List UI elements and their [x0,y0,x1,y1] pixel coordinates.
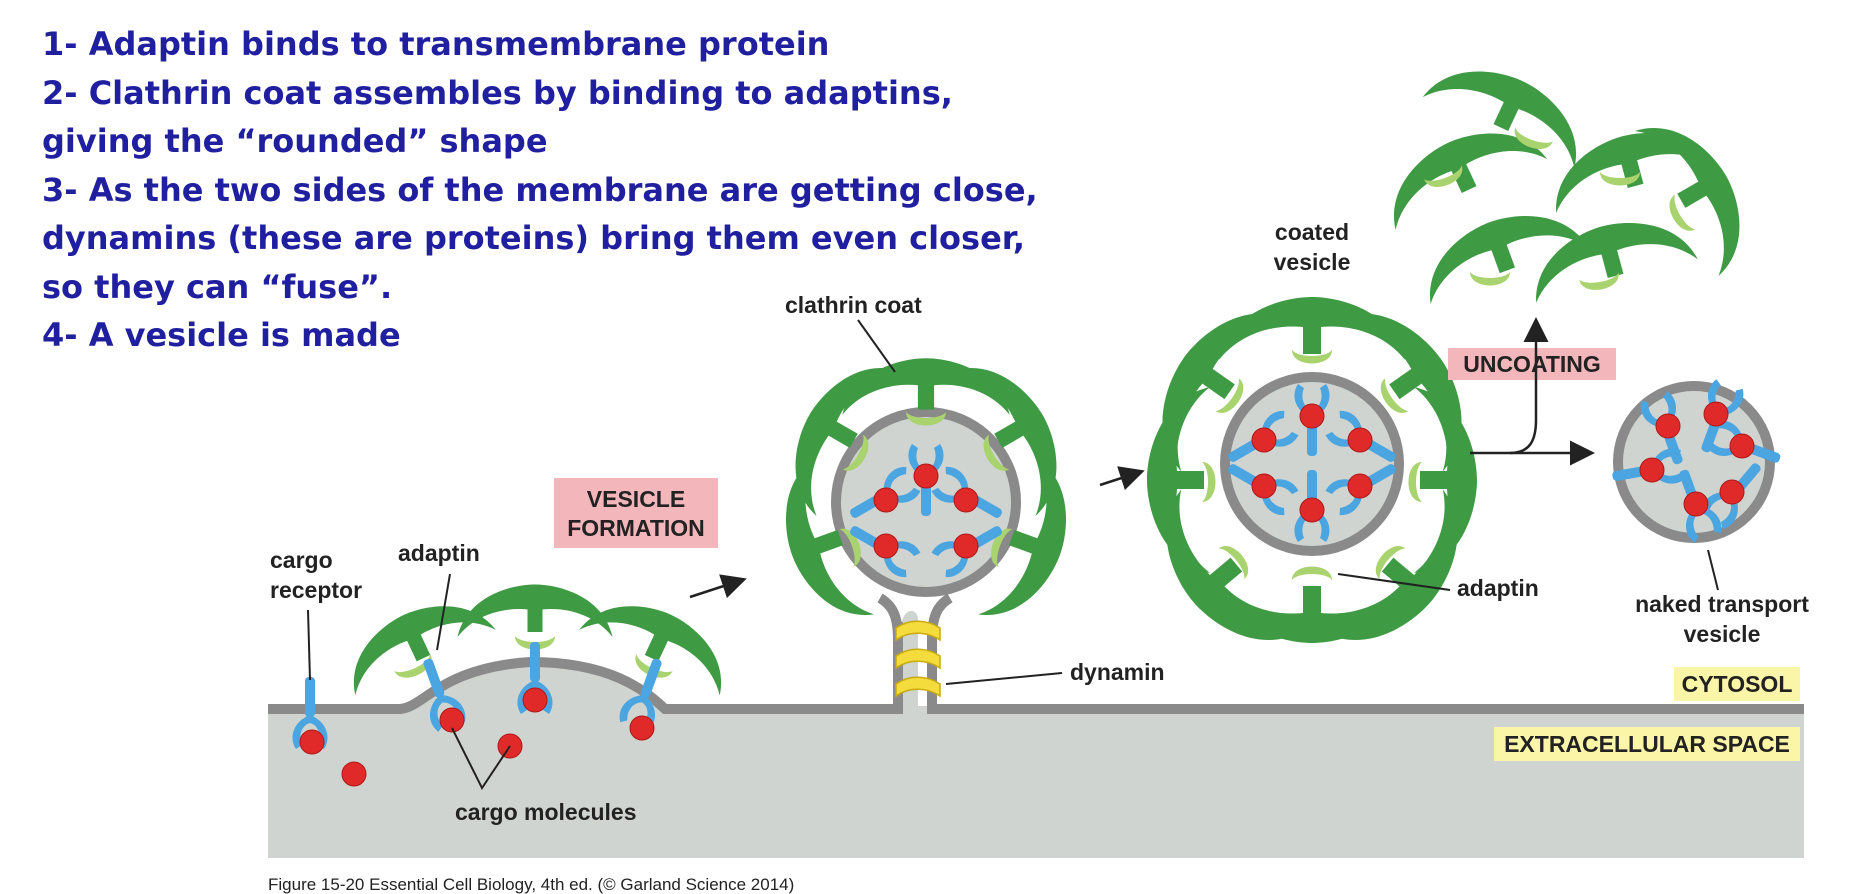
figure-caption: Figure 15-20 Essential Cell Biology, 4th… [268,875,794,894]
cargo-molecules-label: cargo molecules [455,799,637,825]
naked-vesicle-pointer [1707,549,1719,591]
coating-arrow [1099,466,1145,491]
uncoating-label: UNCOATING [1463,351,1601,377]
uncoating-arrow-up [1470,317,1549,455]
formation-arrow [689,574,747,599]
naked-vesicle-label-line2: vesicle [1684,621,1761,647]
clathrin-coat-pointer [857,319,896,373]
cargo-receptor-label-line2: receptor [270,577,362,603]
step-line-1: 1- Adaptin binds to transmembrane protei… [42,25,830,63]
dynamin-pointer [945,672,1063,685]
vesicle-formation-label-line2: FORMATION [567,515,705,541]
step-line-5: dynamins (these are proteins) bring them… [42,219,1026,257]
coated-vesicle [1129,282,1495,673]
released-clathrin [1371,45,1768,304]
step-list: 1- Adaptin binds to transmembrane protei… [42,20,1042,360]
cytosol-label: CYTOSOL [1682,671,1793,697]
step-line-4: 3- As the two sides of the membrane are … [42,170,1038,209]
step-line-3: giving the “rounded” shape [42,122,548,160]
step-line-7: 4- A vesicle is made [42,316,401,354]
vesicle-formation-tag [554,478,718,548]
cargo-receptor-label-line1: cargo [270,547,333,573]
coated-vesicle-label-line2: vesicle [1274,249,1351,275]
cargo-receptor-pointer [307,609,311,681]
dynamin-label: dynamin [1070,659,1165,685]
cargo-molecules-pointer [451,727,511,790]
adaptin-right-label: adaptin [1457,575,1539,601]
vesicle-formation-label-line1: VESICLE [587,486,685,512]
cytosol-tag [1674,667,1800,701]
naked-vesicle-label-line1: naked transport [1635,591,1809,617]
adaptin-left-label: adaptin [398,540,480,566]
adaptin-right-pointer [1337,573,1451,591]
step-line-6: so they can “fuse”. [42,267,393,306]
adaptin-left-pointer [436,573,451,651]
step-line-2: 2- Clathrin coat assembles by binding to… [42,73,953,112]
budding-vesicle [763,342,1089,634]
uncoating-tag [1448,348,1616,380]
free-cargo-molecules [299,687,655,787]
clathrin-coat-label: clathrin coat [785,292,922,318]
extracellular-space-region [268,610,1804,858]
naked-transport-vesicle [1609,378,1786,544]
extracellular-space-label: EXTRACELLULAR SPACE [1504,731,1790,757]
extracellular-space-tag [1494,727,1800,761]
dynamin-ring [895,620,941,698]
coated-vesicle-label-line1: coated [1275,219,1349,245]
